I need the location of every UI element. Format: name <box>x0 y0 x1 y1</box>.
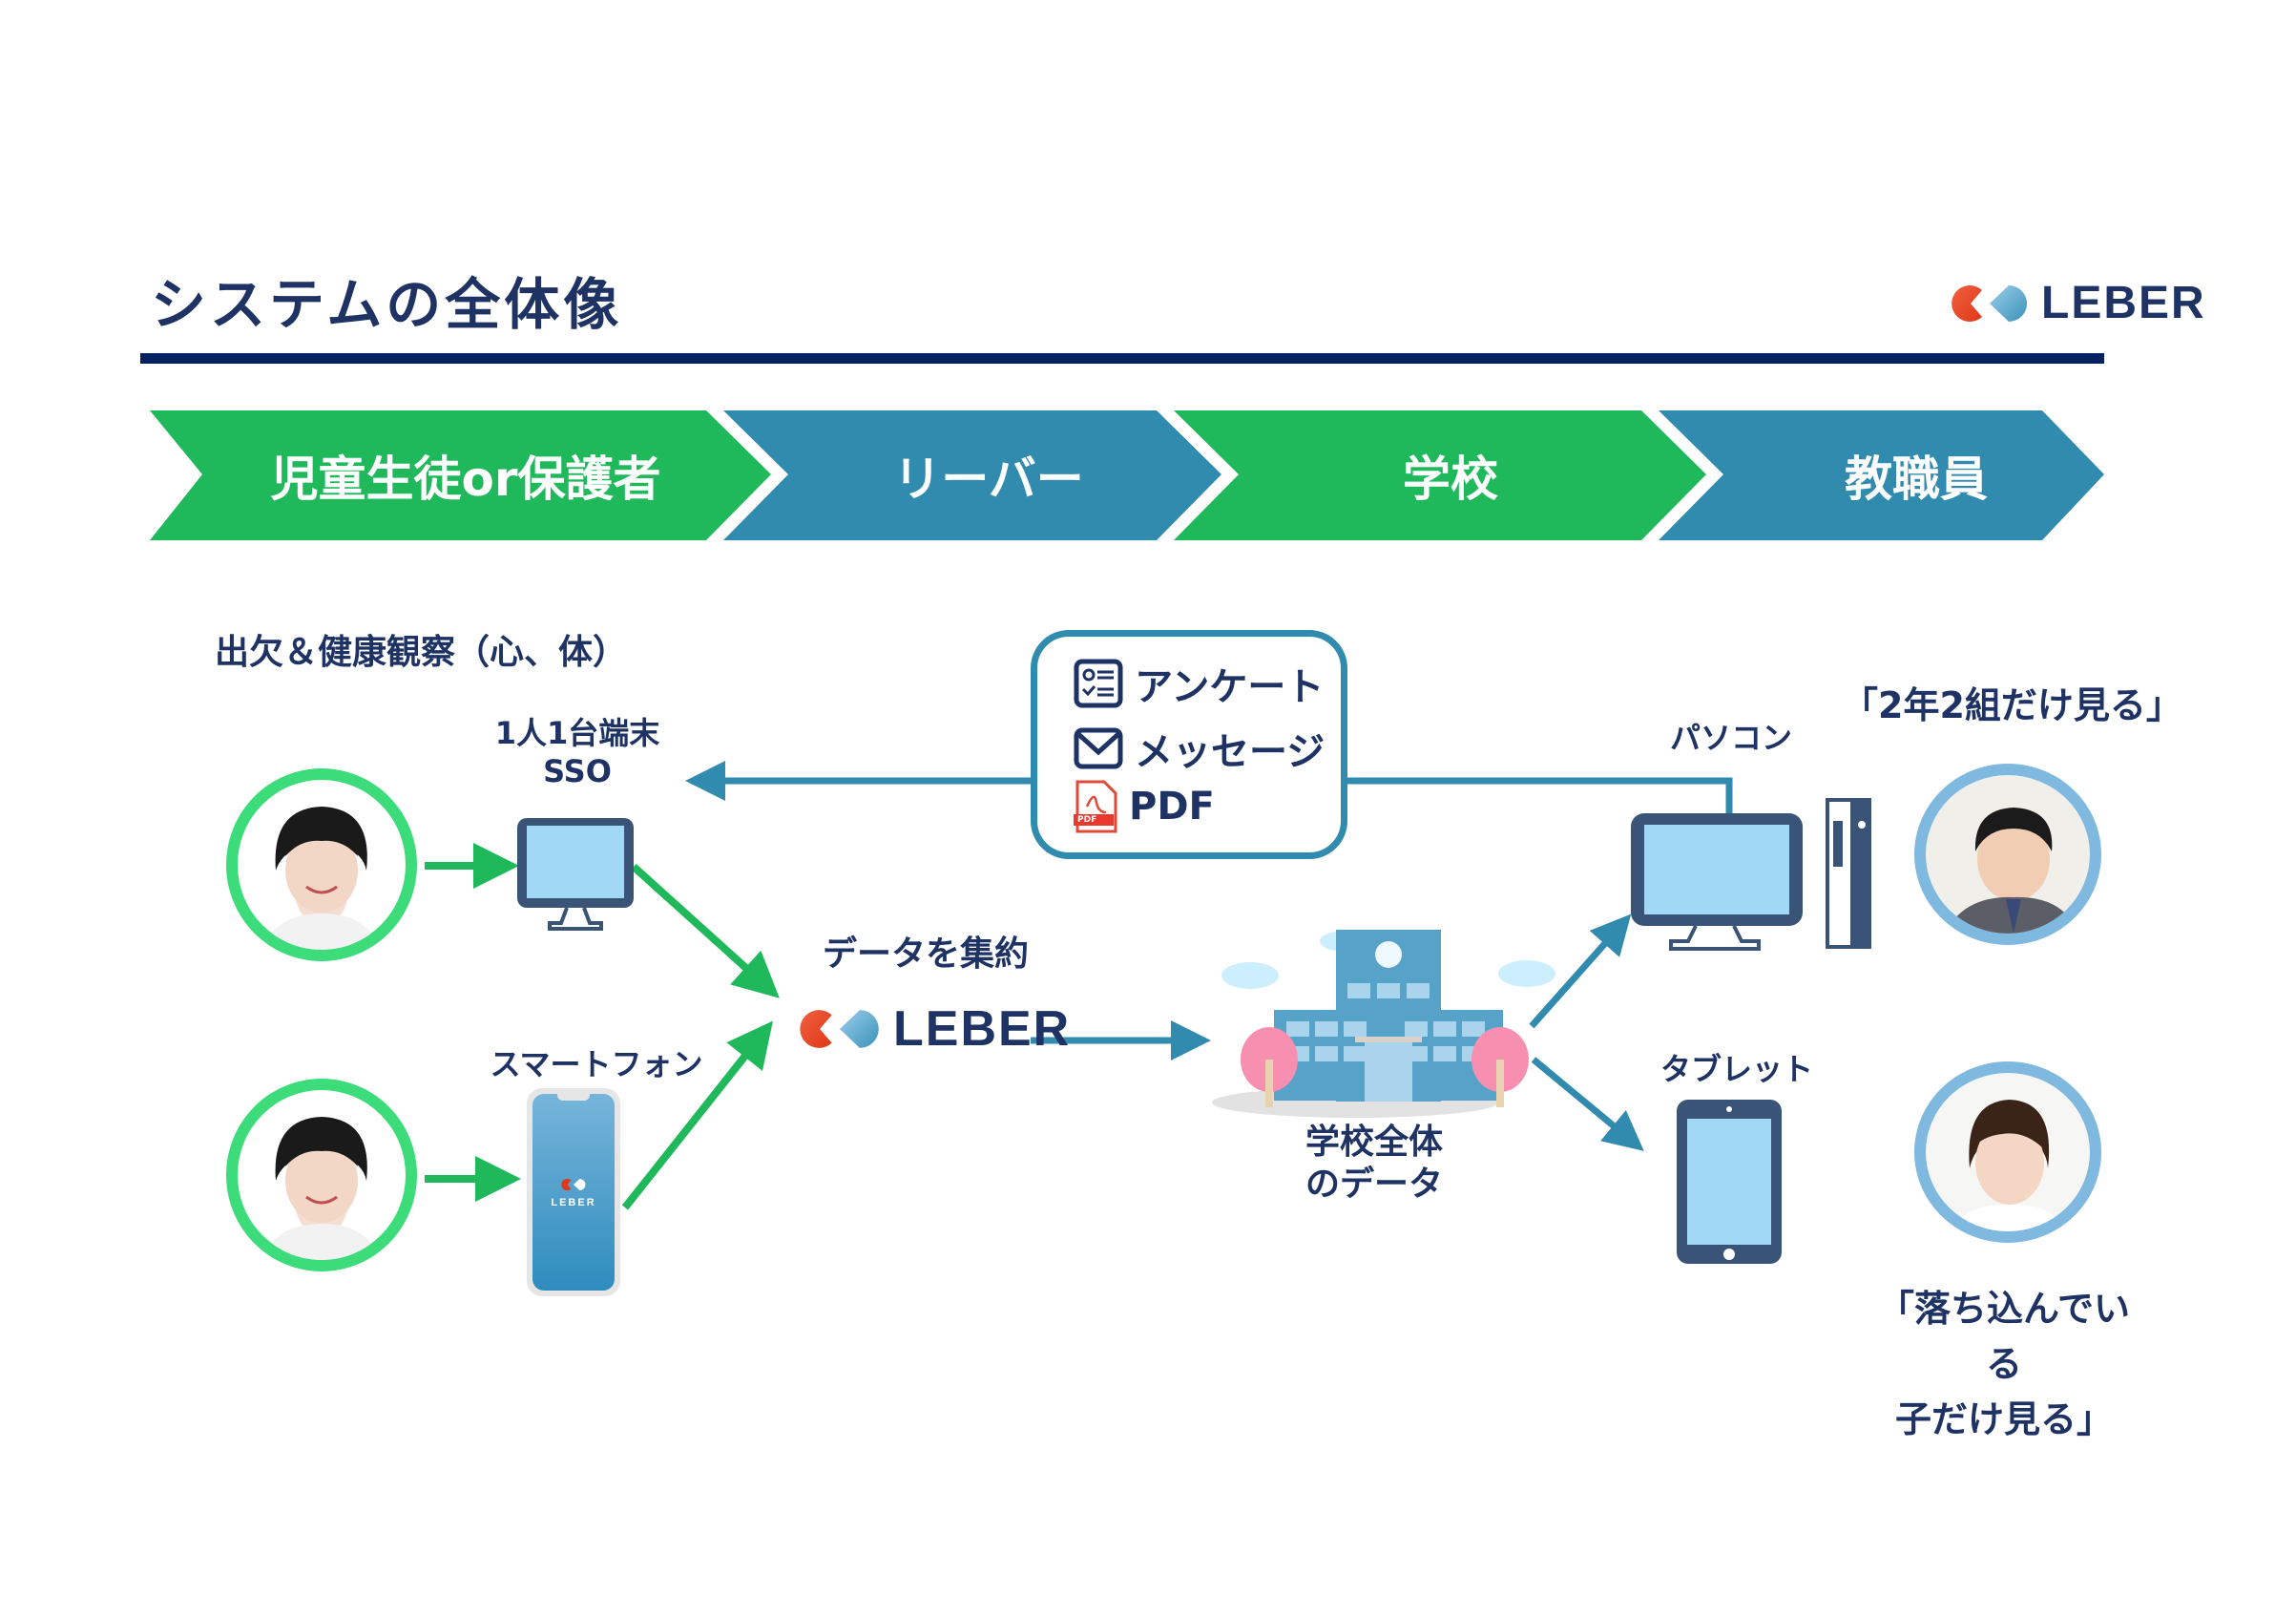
student-avatar-1 <box>226 768 417 961</box>
device-label-line2: SSO <box>543 753 612 789</box>
chevron-stage-1 <box>150 410 771 540</box>
infobox-label: メッセージ <box>1135 730 1325 774</box>
arrow-pc-to-leber <box>631 864 780 998</box>
tablet-icon <box>1677 1100 1782 1264</box>
device-label-staff-pc: パソコン <box>1670 720 1793 756</box>
infobox-item-pdf: PDF PDF <box>1074 780 1215 833</box>
page-title: システムの全体像 <box>151 272 623 337</box>
desktop-pc-icon <box>1631 798 1871 951</box>
device-label-pc: 1人1台端末 SSO <box>482 714 673 790</box>
envelope-icon <box>1074 727 1123 769</box>
leber-logo-icon <box>561 1178 586 1191</box>
stage-label-staff: 教職員 <box>1845 452 1988 507</box>
brand-logo: LEBER <box>1952 277 2206 329</box>
infobox-item-survey: アンケート <box>1074 656 1324 711</box>
stage-label-leber: リーバー <box>893 452 1084 507</box>
chevron-stage-2 <box>723 410 1221 540</box>
device-label-tablet: タブレット <box>1660 1051 1814 1087</box>
school-label-line1: 学校全体 <box>1305 1123 1443 1162</box>
phone-brand: LEBER <box>551 1197 596 1208</box>
center-leber-logo: LEBER <box>800 1000 1071 1058</box>
stage-label-students: 児童生徒or保護者 <box>270 452 661 507</box>
student-photo-icon <box>261 1117 381 1260</box>
leber-logo-icon <box>800 1010 879 1048</box>
quote-class-filter: 「2年2組だけ見る」 <box>1842 684 2182 726</box>
device-label-smartphone: スマートフォン <box>490 1046 703 1082</box>
pdf-file-icon: PDF <box>1074 780 1117 833</box>
chevron-stage-3 <box>1174 410 1706 540</box>
school-data-label: 学校全体 のデータ <box>1279 1122 1470 1206</box>
phone-notch <box>557 1094 590 1101</box>
arrow-school-to-tablet <box>1531 1057 1644 1151</box>
connector-pc-to-infobox <box>1344 777 1733 821</box>
teacher-avatar-male <box>1914 764 2101 945</box>
chevron-stage-4 <box>1659 410 2104 540</box>
teacher-photo-icon <box>1951 1100 2067 1231</box>
quote-line2: 子だけ見る」 <box>1894 1398 2113 1440</box>
student-avatar-2 <box>226 1079 417 1271</box>
distribution-box: アンケート メッセージ PDF PDF <box>1031 630 1347 859</box>
smartphone-screen: LEBER <box>532 1094 615 1291</box>
student-section-heading: 出欠＆健康観察（心、体） <box>215 633 628 672</box>
smartphone-icon: LEBER <box>527 1088 620 1296</box>
desktop-monitor-icon <box>517 818 634 931</box>
student-photo-icon <box>261 807 381 950</box>
quote-mood-filter: 「落ち込んでいる 子だけ見る」 <box>1870 1281 2138 1447</box>
teacher-photo-icon <box>1945 808 2078 934</box>
header-divider <box>140 353 2104 364</box>
flow-chevrons <box>150 410 2104 540</box>
stage-label-school: 学校 <box>1403 452 1498 507</box>
arrow-school-to-pc <box>1529 914 1632 1029</box>
infobox-label: PDF <box>1129 785 1215 829</box>
pdf-badge: PDF <box>1074 814 1114 826</box>
device-label-line1: 1人1台端末 <box>494 715 660 751</box>
leber-logo-icon <box>1952 284 2027 322</box>
teacher-avatar-female <box>1914 1061 2101 1243</box>
center-brand-name: LEBER <box>893 1001 1072 1057</box>
infobox-item-message: メッセージ <box>1074 721 1325 776</box>
school-label-line2: のデータ <box>1305 1165 1443 1204</box>
arrow-phone-to-leber <box>621 1020 773 1210</box>
survey-checklist-icon <box>1074 659 1123 708</box>
infobox-label: アンケート <box>1135 665 1325 709</box>
brand-name: LEBER <box>2041 278 2206 328</box>
school-building-icon <box>1212 930 1555 1118</box>
quote-line1: 「落ち込んでいる <box>1877 1288 2131 1385</box>
aggregate-label: データを集約 <box>823 934 1030 974</box>
